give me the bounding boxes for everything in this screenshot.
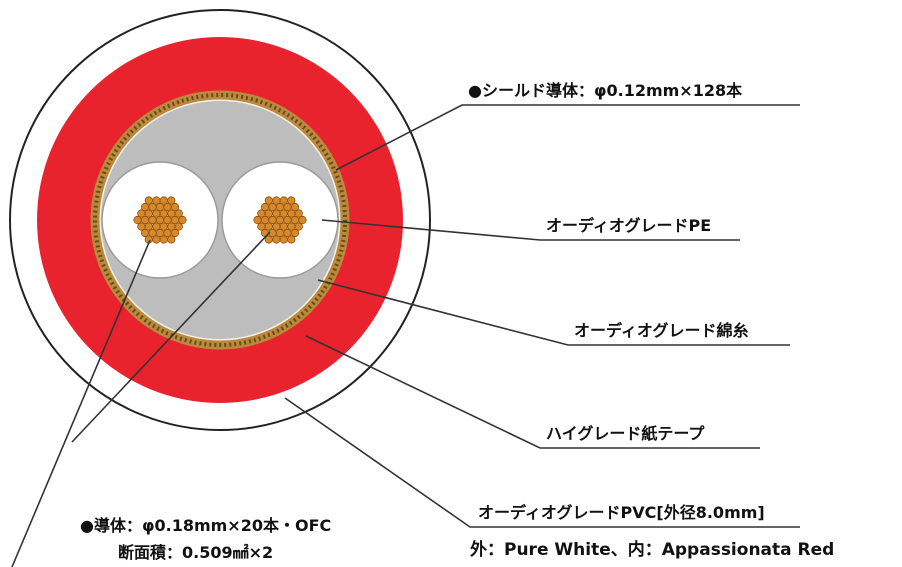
conductor-strand [272, 235, 281, 244]
conductor-strand [287, 196, 296, 205]
label-shield: ●シールド導体：φ0.12mm×128本 [468, 81, 742, 100]
conductor-strand [298, 215, 307, 225]
conductor-strand [152, 235, 161, 244]
leader-conductor-left [11, 239, 151, 567]
leader-audio-pe [321, 219, 740, 241]
leader-lines [11, 104, 800, 567]
conductor-strand [294, 222, 303, 231]
leader-cotton [317, 279, 790, 346]
conductor-strand [170, 228, 180, 238]
conductor-strand [167, 235, 176, 244]
cotton-filler [101, 101, 339, 339]
conductor-strand [290, 228, 300, 238]
conductor-strand [294, 209, 303, 218]
conductor-bundle-left [133, 196, 187, 244]
shield-braid-dots [93, 93, 347, 347]
leader-conductor-right [71, 231, 271, 443]
label-cross-section: 断面積：0.509㎟×2 [118, 543, 273, 562]
cable-cross-section [9, 9, 431, 431]
leader-pvc [284, 397, 800, 528]
conductor-strand [167, 196, 176, 205]
label-pvc-colors: 外：Pure White、内：Appassionata Red [470, 539, 834, 560]
label-cotton: オーディオグレード綿糸 [574, 321, 749, 340]
conductor-strand [174, 209, 183, 218]
conductor-strand [159, 235, 168, 244]
leader-paper-tape [305, 335, 760, 449]
conductor-strand [178, 215, 187, 225]
label-audio-pe: オーディオグレードPE [546, 216, 711, 235]
conductor-strand [170, 202, 180, 212]
conductor-strand [290, 202, 300, 212]
conductor-strand [174, 222, 183, 231]
leader-shield [335, 104, 800, 171]
label-conductor: ●導体：φ0.18mm×20本・OFC [80, 516, 331, 535]
conductor-bundle-right [253, 196, 307, 244]
label-paper-tape: ハイグレード紙テープ [546, 424, 705, 443]
conductor-strand [279, 235, 288, 244]
label-pvc: オーディオグレードPVC[外径8.0mm] [478, 503, 765, 522]
conductor-strand [287, 235, 296, 244]
